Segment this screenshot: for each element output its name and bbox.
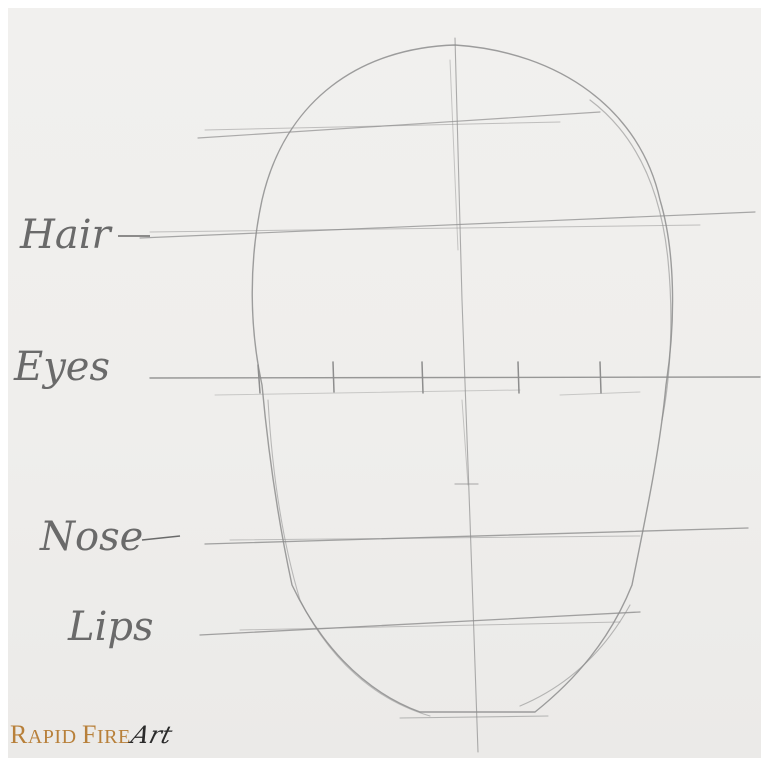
watermark-initial-r: R bbox=[10, 720, 28, 750]
eye-mark-1 bbox=[258, 365, 260, 393]
eye-line-guide-retrace bbox=[215, 390, 640, 395]
eye-line-guide bbox=[150, 377, 760, 378]
center-line bbox=[455, 38, 478, 752]
nose-label: Nose bbox=[39, 514, 143, 560]
eyes-label: Eyes bbox=[13, 344, 110, 390]
watermark-rest-1: APID bbox=[28, 726, 82, 749]
top-guide-line-retrace bbox=[205, 122, 560, 130]
top-guide-line bbox=[198, 112, 600, 138]
nose-label-dash bbox=[142, 536, 180, 540]
eye-mark-2 bbox=[333, 362, 334, 392]
head-outline bbox=[252, 45, 672, 712]
eye-mark-4 bbox=[518, 362, 519, 393]
eye-mark-5 bbox=[600, 362, 601, 393]
nose-line-guide bbox=[205, 528, 748, 544]
watermark-signature: Art bbox=[128, 721, 175, 749]
eye-mark-3 bbox=[422, 362, 423, 393]
lips-label: Lips bbox=[67, 604, 154, 650]
jaw-retrace bbox=[268, 400, 430, 716]
chin-retrace bbox=[400, 605, 630, 718]
hair-label: Hair bbox=[19, 212, 114, 258]
watermark-initial-f: F bbox=[82, 720, 97, 750]
lips-line-guide bbox=[200, 612, 640, 635]
head-outline-retrace bbox=[590, 100, 671, 420]
watermark-rest-2: IRE bbox=[97, 726, 131, 749]
face-proportion-sketch: Hair Eyes Nose Lips bbox=[8, 8, 761, 758]
